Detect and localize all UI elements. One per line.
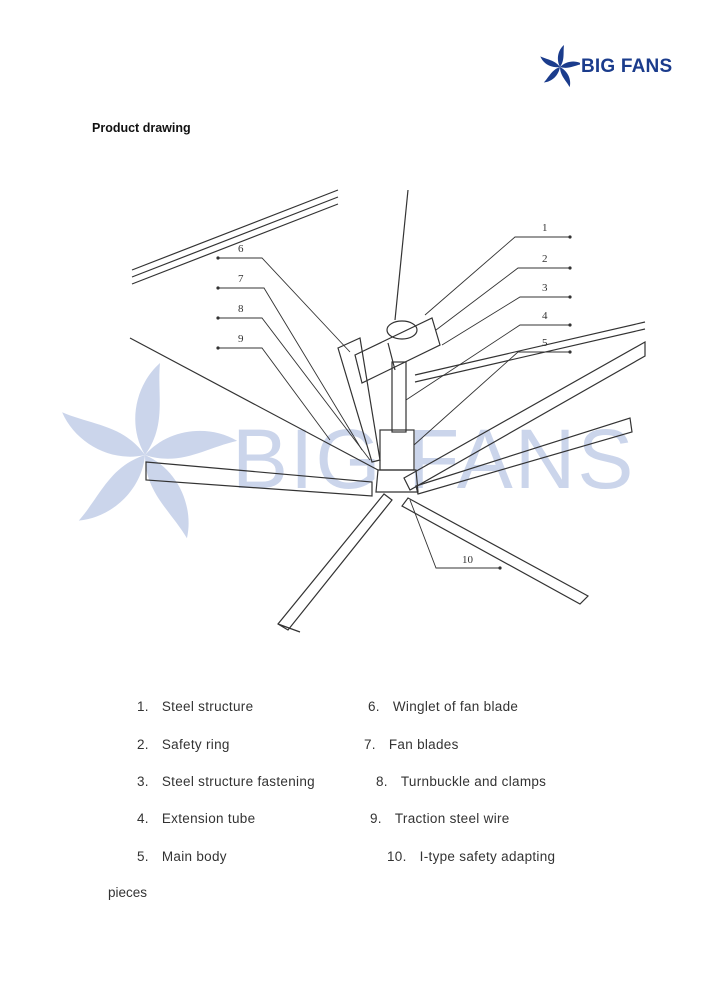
support-wire [394, 189, 409, 321]
part-item: 4.Extension tube [137, 811, 256, 826]
part-item: 1.Steel structure [137, 699, 254, 714]
leader-line-7 [218, 287, 363, 451]
fan-blade [277, 493, 393, 633]
part-item: 5.Main body [137, 849, 227, 864]
part-item: 3.Steel structure fastening [137, 774, 315, 789]
leader-line-10 [409, 499, 500, 569]
ceiling-rail [131, 189, 339, 285]
safety-ring [386, 320, 418, 340]
section-heading: Product drawing [92, 121, 191, 135]
leader-line-8 [218, 317, 371, 461]
callout-9: 9 [238, 333, 244, 345]
callout-2: 2 [542, 253, 548, 265]
part-item: 9.Traction steel wire [370, 811, 510, 826]
part-item: 7.Fan blades [364, 737, 459, 752]
fan-blade [415, 417, 633, 495]
callout-3: 3 [542, 282, 548, 294]
leader-line-9 [218, 347, 331, 441]
fan-blade [403, 340, 646, 491]
brand-logo: BIG FANS [540, 42, 680, 92]
part-item: 6.Winglet of fan blade [368, 699, 519, 714]
steel-structure [354, 317, 441, 384]
watermark-pinwheel-icon [62, 363, 238, 539]
part-item: 10.I-type safety adapting [387, 849, 556, 864]
part-item: 8.Turnbuckle and clamps [376, 774, 547, 789]
callout-5: 5 [542, 337, 548, 349]
callout-4: 4 [542, 310, 548, 322]
leader-line-3 [441, 296, 570, 346]
part-continuation: pieces [108, 885, 148, 900]
leader-line-5 [413, 351, 570, 446]
callout-6: 6 [238, 243, 244, 255]
leader-line-1 [424, 236, 570, 316]
callout-1: 1 [542, 222, 548, 234]
callout-10: 10 [462, 554, 474, 566]
extension-tube [391, 361, 407, 433]
traction-wire [129, 337, 379, 471]
product-drawing: BIG FANS [62, 189, 646, 633]
brand-name: BIG FANS [581, 56, 673, 77]
callout-8: 8 [238, 303, 244, 315]
fan-blade [401, 497, 589, 605]
leader-line-6 [218, 257, 351, 353]
fan-blade [145, 461, 373, 497]
leader-line-4 [405, 324, 570, 401]
leader-line-2 [435, 267, 570, 331]
part-item: 2.Safety ring [137, 737, 230, 752]
callout-7: 7 [238, 273, 244, 285]
pinwheel-icon [540, 45, 580, 88]
ceiling-rail-right [414, 321, 646, 383]
